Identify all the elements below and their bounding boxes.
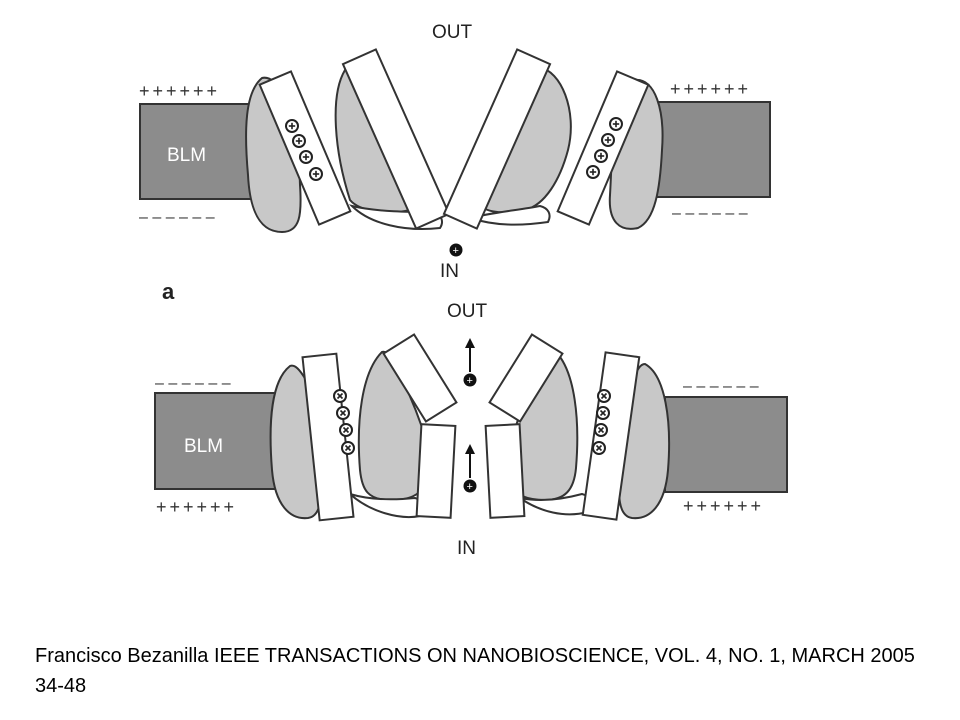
top-right-upper-charges: ++++++ [670,79,751,99]
bottom-left-outer-pore-helix [382,333,458,423]
bottom-left-upper-charges: – – – – – – [155,375,231,392]
top-membrane-label: BLM [167,145,206,166]
top-right-lower-charges: – – – – – – [672,205,748,222]
top-in-label: IN [440,261,459,282]
top-left-s4-helix [258,70,352,226]
bottom-out-label: OUT [447,301,488,322]
bottom-right-outer-pore-helix [488,333,564,423]
bottom-right-inner-pore-helix [484,423,526,519]
top-left-upper-charges: ++++++ [139,81,220,101]
top-right-pore-helix [442,48,552,230]
bottom-panel: OUT BLM – – – – – – ++++++ – – – – – – +… [154,301,788,559]
bottom-lower-ion-charge: + [467,481,473,493]
bottom-right-s4-helix [581,351,641,521]
bottom-in-label: IN [457,538,476,559]
bottom-right-membrane [664,396,788,493]
bottom-left-lower-charges: ++++++ [156,497,237,517]
top-left-lower-charges: – – – – – – [139,209,215,226]
bottom-lower-ion: + [463,444,477,493]
top-out-label: OUT [432,22,473,43]
top-ion: + [449,243,463,257]
bottom-left-inner-pore-helix [415,423,457,519]
bottom-upper-ion-charge: + [467,375,473,387]
top-panel: OUT BLM ++++++ – – – – – – ++++++ – – – … [139,22,771,282]
top-right-gate-lip [466,204,551,226]
bottom-right-upper-charges: – – – – – – [683,378,759,395]
bottom-left-membrane [154,392,281,490]
top-right-s4-helix [556,70,650,226]
top-left-membrane [139,103,256,200]
citation-caption: Francisco Bezanilla IEEE TRANSACTIONS ON… [35,645,915,697]
top-left-pore-helix [341,48,451,230]
bottom-upper-ion: + [463,338,477,387]
bottom-right-lower-charges: ++++++ [683,496,764,516]
top-ion-charge: + [453,245,459,257]
top-right-membrane [655,101,771,198]
panel-letter: a [162,279,175,304]
bottom-membrane-label: BLM [184,436,223,457]
